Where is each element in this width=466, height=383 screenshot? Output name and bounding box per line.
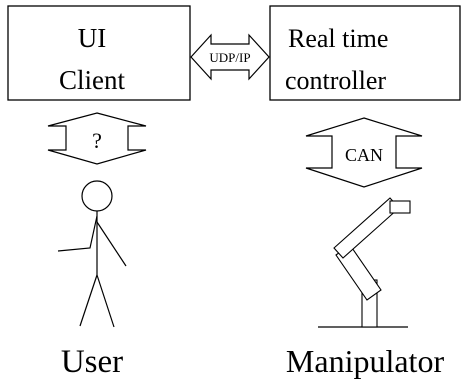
ui-client-box: UI Client: [7, 5, 191, 101]
ui-client-label-line1: UI: [78, 23, 107, 53]
user-label: User: [61, 344, 123, 380]
user-stick-figure: [57, 180, 127, 328]
manipulator-robot-arm: [318, 197, 411, 328]
user-right-leg: [96, 274, 115, 328]
controller-manipulator-link-arrow: CAN: [305, 117, 423, 188]
manipulator-label: Manipulator: [286, 343, 445, 379]
ui-client-label-line2: Client: [59, 65, 125, 95]
udp-ip-label: UDP/IP: [209, 50, 250, 65]
manipulator-upper-link: [333, 197, 400, 259]
user-right-arm: [96, 221, 127, 267]
user-head: [81, 180, 113, 212]
udp-ip-link-arrow: UDP/IP: [190, 33, 270, 81]
controller-box: Real time controller: [269, 5, 461, 101]
user-client-link-arrow: ?: [47, 112, 147, 165]
controller-label-line2: controller: [285, 66, 386, 95]
user-client-link-label: ?: [92, 128, 102, 153]
manipulator-gripper: [389, 200, 411, 214]
user-left-arm: [57, 215, 98, 252]
user-left-leg: [79, 274, 98, 327]
can-label: CAN: [345, 145, 383, 165]
controller-label-line1: Real time: [288, 24, 388, 53]
